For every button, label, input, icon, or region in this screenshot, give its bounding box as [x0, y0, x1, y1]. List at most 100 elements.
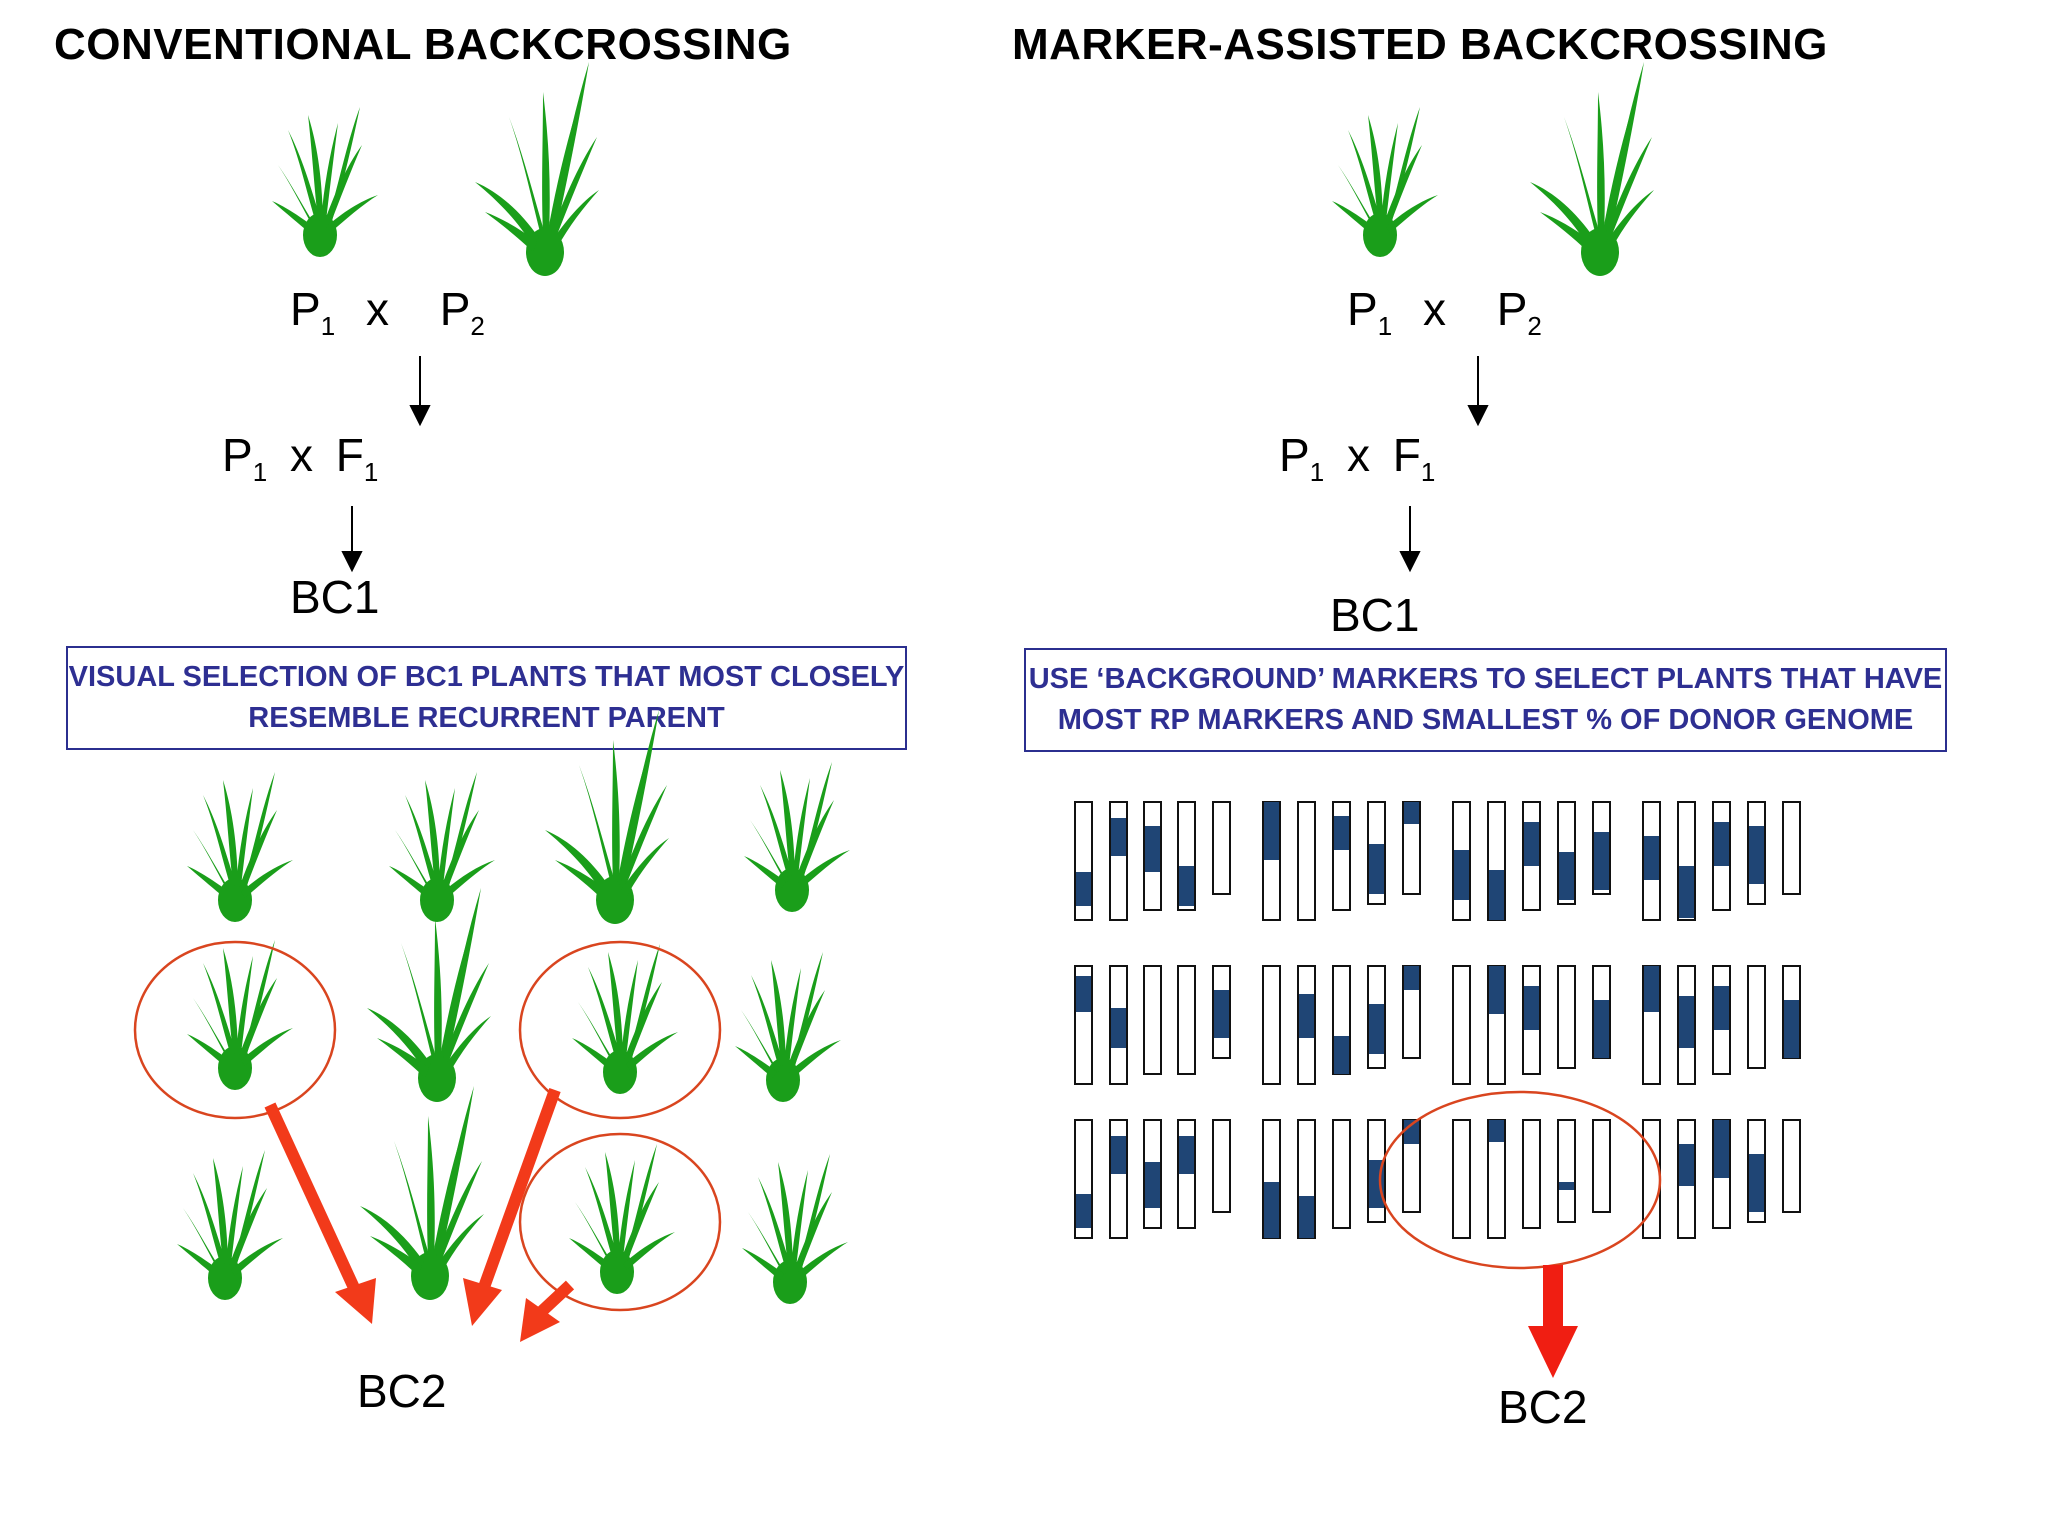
cross-operator: x [289, 429, 313, 481]
chromosome-grid [1074, 801, 1801, 1239]
parent-label: P [290, 283, 321, 335]
right-title: MARKER-ASSISTED BACKCROSSING [1012, 20, 1828, 69]
donor-segment [1559, 852, 1574, 900]
donor-segment [1679, 866, 1694, 918]
chromosome-icon [1177, 965, 1196, 1075]
right-bc2-label: BC2 [1498, 1381, 1588, 1433]
chromosome-icon [1592, 1119, 1611, 1213]
donor-segment [1594, 1000, 1609, 1058]
selection-circle [518, 1132, 722, 1312]
chromosome-icon [1332, 1119, 1351, 1229]
selection-text-line: MOST RP MARKERS AND SMALLEST % OF DONOR … [1057, 704, 1914, 736]
donor-segment [1644, 966, 1659, 1012]
down-arrow-icon [1399, 356, 1489, 573]
parent-subscript: 1 [1309, 457, 1325, 487]
chromosome-icon [1262, 965, 1281, 1085]
right-cross-p1-f1: P1 x F1 [1279, 428, 1435, 488]
donor-segment [1489, 1120, 1504, 1142]
donor-segment [1111, 1136, 1126, 1174]
down-arrow-icon [341, 356, 431, 573]
donor-segment [1679, 996, 1694, 1048]
donor-segment [1679, 1144, 1694, 1186]
down-arrow-icon [520, 1298, 560, 1342]
parent-label: P [1347, 283, 1378, 335]
right-selection-box: USE ‘BACKGROUND’ MARKERS TO SELECT PLANT… [1024, 648, 1947, 752]
parent-subscript: 2 [470, 311, 485, 341]
donor-segment [1559, 1182, 1574, 1190]
selection-circle [1378, 1090, 1662, 1270]
left-cross-p1-p2: P1 x P2 [290, 282, 485, 342]
donor-segment [1334, 1036, 1349, 1074]
donor-segment [1369, 844, 1384, 894]
donor-segment [1594, 832, 1609, 890]
donor-segment [1264, 802, 1279, 860]
donor-segment [1524, 986, 1539, 1030]
plant-icon [1530, 62, 1654, 276]
donor-segment [1749, 826, 1764, 884]
left-bc2-label: BC2 [357, 1365, 447, 1417]
chromosome-icon [1557, 1119, 1576, 1223]
left-title: CONVENTIONAL BACKCROSSING [54, 20, 792, 69]
selection-text-line: USE ‘BACKGROUND’ MARKERS TO SELECT PLANT… [1028, 663, 1943, 695]
down-arrow-icon [463, 1278, 502, 1326]
donor-segment [1145, 1162, 1160, 1208]
selection-circle [518, 940, 722, 1120]
parent-subscript: 2 [1527, 311, 1542, 341]
chromosome-icon [1297, 801, 1316, 921]
plant-icon [569, 1144, 675, 1294]
selection-arrow [264, 1102, 361, 1293]
donor-segment [1299, 1196, 1314, 1238]
cross-operator: x [365, 283, 389, 335]
donor-segment [1784, 1000, 1799, 1058]
parent-label: P [222, 429, 253, 481]
right-cross-p1-p2: P1 x P2 [1347, 282, 1542, 342]
plant-icon [1332, 107, 1438, 257]
parent-label: P [1279, 429, 1310, 481]
chromosome-icon [1212, 801, 1231, 895]
donor-segment [1714, 822, 1729, 866]
donor-segment [1524, 822, 1539, 866]
plant-icon [735, 952, 841, 1102]
selection-arrow [535, 1280, 575, 1318]
chromosome-icon [1782, 801, 1801, 895]
parent-subscript: 1 [320, 311, 336, 341]
donor-segment [1214, 990, 1229, 1038]
plant-icon [187, 772, 293, 922]
parent-label: P [1496, 283, 1528, 335]
donor-segment [1111, 1008, 1126, 1048]
down-arrow-icon [335, 1278, 376, 1324]
donor-segment [1404, 802, 1419, 824]
parent-label: F [1392, 429, 1421, 481]
donor-segment [1076, 1194, 1091, 1228]
chromosome-icon [1782, 1119, 1801, 1213]
plant-icon [744, 762, 850, 912]
donor-segment [1179, 866, 1194, 906]
donor-segment [1369, 1004, 1384, 1054]
donor-segment [1299, 994, 1314, 1038]
donor-segment [1404, 966, 1419, 990]
donor-segment [1454, 850, 1469, 900]
plant-icon [367, 888, 491, 1102]
chromosome-icon [1452, 965, 1471, 1085]
plant-icon [742, 1154, 848, 1304]
parent-subscript: 1 [1420, 457, 1436, 487]
plant-icon [545, 710, 669, 924]
selection-text-line: RESEMBLE RECURRENT PARENT [248, 702, 725, 734]
chromosome-icon [1747, 965, 1766, 1069]
donor-segment [1179, 1136, 1194, 1174]
chromosome-icon [1452, 1119, 1471, 1239]
left-bc1-label: BC1 [290, 571, 380, 623]
donor-segment [1644, 836, 1659, 880]
plant-icon [187, 940, 293, 1090]
parent-subscript: 1 [1377, 311, 1393, 341]
right-bc1-label: BC1 [1330, 589, 1420, 641]
plant-icon [389, 772, 495, 922]
plant-icon [177, 1150, 283, 1300]
donor-segment [1076, 872, 1091, 906]
donor-segment [1489, 966, 1504, 1014]
down-arrow-icon [1528, 1265, 1578, 1378]
donor-segment [1111, 818, 1126, 856]
selection-text-line: VISUAL SELECTION OF BC1 PLANTS THAT MOST… [68, 661, 905, 693]
